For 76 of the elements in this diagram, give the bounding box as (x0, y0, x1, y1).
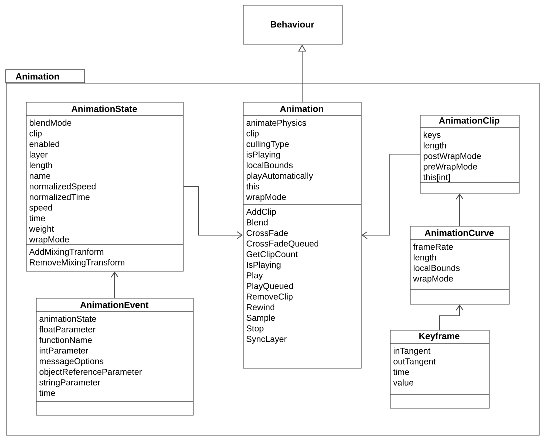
operation-text: IsPlaying (247, 262, 281, 270)
attribute-text: weight (29, 226, 54, 234)
attribute-text: time (40, 390, 56, 396)
class-name: AnimationEvent (80, 302, 149, 308)
attribute-text: length (30, 162, 52, 170)
attribute-text: wrapMode (246, 194, 286, 202)
node-label: Animation (16, 73, 60, 80)
attribute-text: this (246, 183, 260, 190)
attribute-text: wrapMode (413, 276, 454, 284)
operation-text: RemoveClip (247, 294, 293, 302)
attribute-text: clip (246, 130, 259, 138)
class-name: Behaviour (271, 21, 314, 28)
association-arrow (111, 272, 119, 298)
class-box (420, 115, 520, 194)
operation-text: CrossFadeQueued (246, 240, 318, 248)
attribute-text: keys (424, 132, 441, 140)
class-box (410, 226, 510, 305)
attribute-text: postWrapMode (424, 152, 482, 161)
operation-text: AddMixingTranform (29, 248, 104, 257)
operation-text: Sample (246, 314, 276, 323)
association-arrow (440, 304, 464, 330)
attribute-text: playAutomatically (246, 172, 314, 181)
attribute-text: clip (30, 130, 42, 138)
attribute-text: messageOptions (40, 358, 104, 366)
attribute-text: length (414, 254, 436, 262)
attribute-text: objectReferenceParameter (40, 368, 142, 377)
attribute-text: cullingType (246, 140, 290, 149)
attribute-text: name (30, 174, 51, 180)
attribute-text: speed (30, 204, 52, 213)
class-box (390, 330, 490, 409)
attribute-text: animationState (40, 316, 96, 322)
attribute-text: preWrapMode (424, 164, 478, 172)
class-box (242, 102, 362, 369)
attribute-text: animatePhysics (246, 120, 306, 128)
class-box (243, 5, 343, 45)
attribute-text: time (30, 215, 46, 222)
operation-text: RemoveMixingTransform (30, 259, 125, 268)
attribute-text: layer (30, 152, 48, 160)
operation-text: Stop (246, 326, 264, 334)
attribute-text: isPlaying (246, 152, 280, 160)
operation-text: PlayQueued (247, 282, 294, 291)
operation-text: GetClipCount (246, 251, 298, 260)
attribute-text: normalizedTime (30, 194, 90, 200)
attribute-text: frameRate (414, 244, 454, 250)
attribute-text: floatParameter (40, 326, 96, 333)
attribute-text: enabled (30, 140, 60, 148)
attribute-text: outTangent (394, 358, 436, 366)
association-arrow (456, 194, 464, 226)
attribute-text: localBounds (414, 264, 460, 272)
attribute-text: blendMode (30, 120, 72, 126)
class-name: AnimationState (72, 106, 138, 112)
association-arrow (362, 154, 420, 240)
class-name: Animation (280, 106, 324, 112)
attribute-text: normalizedSpeed (30, 183, 96, 192)
attribute-text: intParameter (40, 348, 88, 354)
attribute-text: value (393, 380, 414, 386)
operation-text: SyncLayer (246, 336, 287, 344)
operation-text: Play (247, 272, 264, 280)
attribute-text: stringParameter (40, 379, 100, 388)
operation-text: Rewind (247, 304, 274, 310)
attribute-text: this[int] (424, 174, 450, 182)
class-name: AnimationClip (439, 117, 500, 126)
class-box (26, 102, 184, 272)
attribute-text: localBounds (246, 162, 293, 168)
operation-text: Blend (247, 219, 268, 226)
attribute-text: wrapMode (29, 236, 70, 244)
association-arrow (183, 186, 243, 240)
attribute-text: inTangent (394, 348, 431, 356)
attribute-text: length (424, 142, 446, 150)
attribute-text: time (394, 368, 410, 376)
class-box (36, 298, 194, 416)
attribute-text: functionName (40, 336, 92, 344)
class-name: Keyframe (420, 332, 460, 342)
operation-text: CrossFade (246, 230, 288, 236)
class-name: AnimationCurve (424, 230, 494, 236)
operation-text: AddClip (246, 208, 276, 217)
